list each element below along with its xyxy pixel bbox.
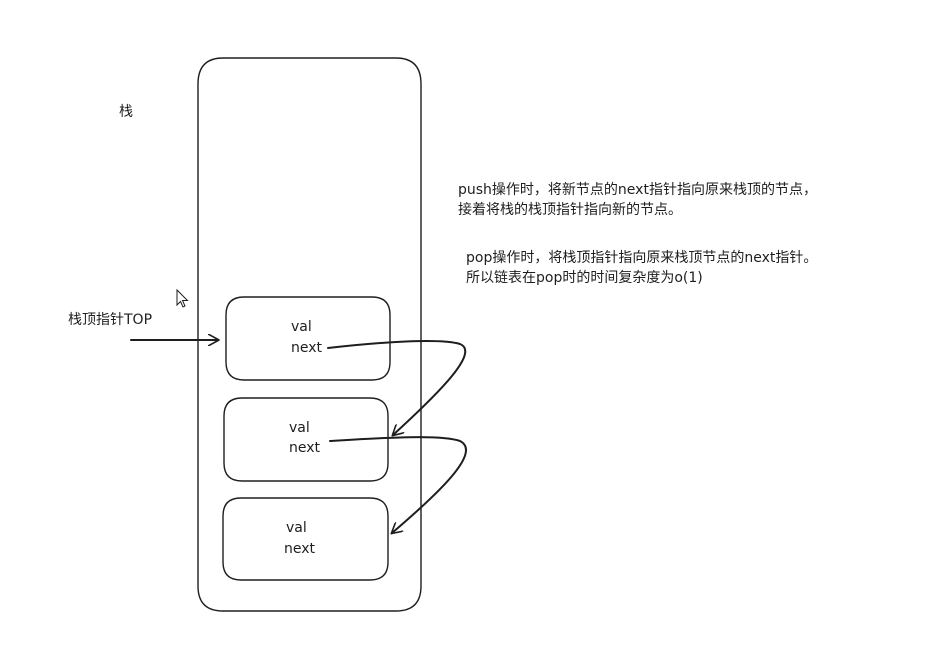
node-2-val-label: val [289, 420, 310, 436]
push-description: push操作时，将新节点的next指针指向原来栈顶的节点， 接着将栈的栈顶指针指… [458, 180, 817, 220]
pop-description: pop操作时，将栈顶指针指向原来栈顶节点的next指针。 所以链表在pop时的时… [466, 248, 817, 288]
push-description-line-1: push操作时，将新节点的next指针指向原来栈顶的节点， [458, 182, 817, 198]
stack-node-3 [222, 497, 389, 581]
pop-description-line-2: 所以链表在pop时的时间复杂度为o(1) [466, 270, 703, 286]
stack-container [197, 57, 422, 612]
push-description-line-2: 接着将栈的栈顶指针指向新的节点。 [458, 202, 682, 218]
stack-node-1 [225, 296, 391, 381]
mouse-cursor-icon [176, 288, 189, 308]
node-1-val-label: val [291, 319, 312, 335]
node-1-next-label: next [291, 340, 323, 356]
next-pointer-arrow-1 [327, 340, 467, 435]
pop-description-line-1: pop操作时，将栈顶指针指向原来栈顶节点的next指针。 [466, 250, 818, 266]
node-3-next-label: next [284, 541, 316, 557]
stack-node-2 [223, 397, 389, 482]
node-3-val-label: val [286, 520, 307, 536]
node-2-next-label: next [289, 440, 321, 456]
stack-label: 栈 [119, 104, 133, 120]
top-pointer-label: 栈顶指针TOP [68, 312, 153, 328]
next-pointer-arrow-2 [329, 436, 467, 533]
